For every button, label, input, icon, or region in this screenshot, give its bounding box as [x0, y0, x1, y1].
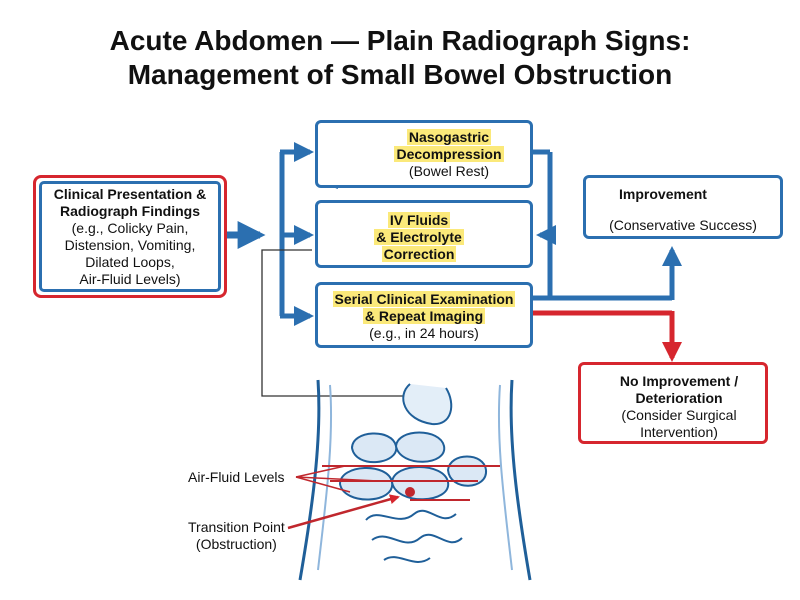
transition-line-1: Transition Point [188, 519, 285, 535]
serial-exam-box: Serial Clinical Examination & Repeat Ima… [315, 282, 533, 348]
arrow-to-deterioration [533, 310, 682, 362]
no-improvement-line-3: (Consider Surgical [621, 407, 737, 423]
clinical-presentation-box: Clinical Presentation & Radiograph Findi… [33, 175, 227, 298]
illustration-connector [261, 249, 412, 397]
improvement-title: Improvement [619, 186, 707, 202]
improvement-subtitle: (Conservative Success) [609, 217, 757, 233]
title-line-2: Management of Small Bowel Obstruction [127, 59, 673, 90]
serial-line-3: (e.g., in 24 hours) [369, 325, 479, 341]
clinical-line-2: Radiograph Findings [60, 202, 200, 219]
iv-fluids-box: IV Fluids & Electrolyte Correction [315, 200, 533, 268]
clinical-line-5: Dilated Loops, [85, 253, 175, 270]
transition-point-label: Transition Point (Obstruction) [188, 519, 285, 553]
transition-line-2: (Obstruction) [195, 536, 277, 552]
page-title: Acute Abdomen — Plain Radiograph Signs: … [0, 24, 800, 92]
iv-line-1: IV Fluids [387, 212, 451, 228]
nasogastric-line-2: Decompression [394, 146, 504, 162]
no-improvement-line-4: Intervention) [640, 424, 718, 440]
no-improvement-box: No Improvement / Deterioration (Consider… [578, 362, 768, 444]
iv-line-2: & Electrolyte [374, 229, 464, 245]
serial-line-2: & Repeat Imaging [362, 308, 486, 324]
clinical-line-6: Air-Fluid Levels) [79, 270, 181, 287]
iv-line-3: Correction [381, 246, 457, 262]
clinical-line-4: Distension, Vomiting, [64, 236, 196, 253]
serial-line-1: Serial Clinical Examination [332, 291, 516, 307]
no-improvement-line-1: No Improvement / [619, 373, 739, 389]
air-fluid-callout-lines [295, 465, 379, 493]
nasogastric-box: Nasogastric Decompression (Bowel Rest) [315, 120, 533, 188]
abdomen-illustration [298, 379, 532, 581]
clinical-line-3: (e.g., Colicky Pain, [71, 219, 189, 236]
air-fluid-levels-label: Air-Fluid Levels [188, 469, 285, 485]
right-collector-line [533, 149, 672, 301]
nasogastric-line-3: (Bowel Rest) [408, 163, 490, 179]
title-line-1: Acute Abdomen — Plain Radiograph Signs: [109, 25, 691, 56]
improvement-box: Improvement (Conservative Success) [583, 175, 783, 239]
no-improvement-line-2: Deterioration [635, 390, 723, 406]
transition-callout-arrow [287, 494, 400, 530]
clinical-line-1: Clinical Presentation & [53, 185, 207, 202]
nasogastric-line-1: Nasogastric [406, 129, 492, 145]
